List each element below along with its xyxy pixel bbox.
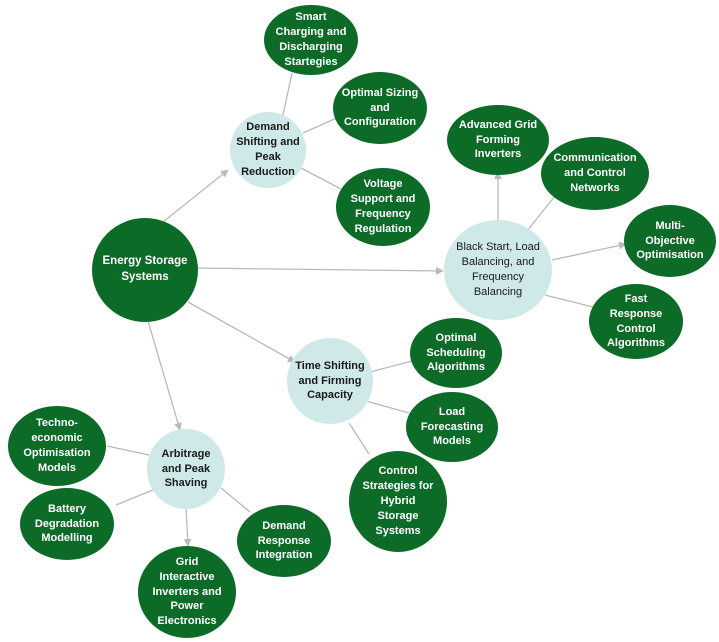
node-label: Load Forecasting Models [420,405,484,448]
node-advanced-grid: Advanced Grid Forming Inverters [447,105,549,175]
node-label: Energy Storage Systems [102,255,188,283]
edge-demand-sizing [302,116,340,134]
edge-time-scheduling [369,360,413,373]
node-optimal-sizing: Optimal Sizing and Configuration [333,72,427,144]
node-label: Communication and Control Networks [553,152,637,194]
node-demand-shifting: Demand Shifting and Peak Reduction [230,112,306,188]
edge-arbitrage-grid [183,506,192,547]
edge-demand-smart [282,72,293,116]
edge-arbitrage-techno [106,445,150,456]
node-multi-objective: Multi-Objective Optimisation [624,205,716,277]
node-label: Demand Response Integration [255,519,313,562]
node-grid-interactive: Grid Interactive Inverters and Power Ele… [138,546,236,638]
node-label: Grid Interactive Inverters and Power Ele… [152,555,222,628]
edge-arbitrage-demand-response [220,487,251,513]
node-label: Arbitrage and Peak Shaving [161,447,211,490]
node-label: Techno-economic Optimisation Models [23,417,91,474]
node-load-forecasting: Load Forecasting Models [406,392,498,462]
node-communication: Communication and Control Networks [541,137,649,210]
node-voltage-support: Voltage Support and Frequency Regulation [336,168,430,246]
edge-black-communication [526,195,556,232]
edge-black-multi [551,241,627,261]
edge-root-arbitrage [147,320,182,431]
node-arbitrage: Arbitrage and Peak Shaving [147,429,225,509]
node-label: Optimal Sizing and Configuration [341,86,419,129]
node-black-start: Black Start, Load Balancing, and Frequen… [444,220,552,320]
edge-root-black-start [194,267,444,275]
node-label: Smart Charging and Discharging Startegie… [275,11,347,68]
node-label: Black Start, Load Balancing, and Frequen… [456,241,540,298]
node-label: Battery Degradation Modelling [34,502,100,545]
node-label: Multi-Objective Optimisation [636,219,704,262]
node-label: Control Strategies for Hybrid Storage Sy… [362,465,434,537]
node-label: Voltage Support and Frequency Regulation [350,178,416,235]
edge-black-fast [544,294,594,308]
node-demand-response: Demand Response Integration [237,505,331,577]
edge-arbitrage-battery [115,488,156,506]
edge-root-demand-shifting [162,169,229,223]
node-battery-degradation: Battery Degradation Modelling [20,488,114,560]
node-energy-storage-systems: Energy Storage Systems [92,218,198,322]
node-smart-charging: Smart Charging and Discharging Startegie… [264,5,358,75]
edge-root-time-shifting [187,301,296,363]
edge-time-control [348,422,370,455]
node-optimal-scheduling: Optimal Scheduling Algorithms [410,318,502,388]
node-label: Fast Response Control Algorithms [606,292,666,350]
node-techno-economic: Techno-economic Optimisation Models [8,406,106,486]
edge-time-forecasting [365,400,410,414]
node-control-strategies: Control Strategies for Hybrid Storage Sy… [349,451,447,552]
node-label: Optimal Scheduling Algorithms [426,331,486,374]
node-label: Demand Shifting and Peak Reduction [236,121,300,178]
edge-demand-voltage [300,167,342,190]
node-time-shifting: Time Shifting and Firming Capacity [287,338,373,424]
node-label: Time Shifting and Firming Capacity [295,359,365,402]
node-fast-response: Fast Response Control Algorithms [589,284,683,359]
node-label: Advanced Grid Forming Inverters [458,118,538,161]
